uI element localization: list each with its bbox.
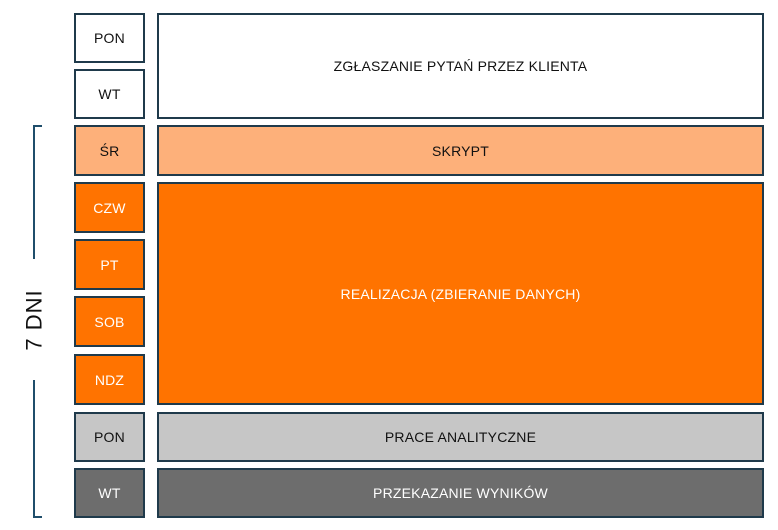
day-wt-1: WT bbox=[74, 69, 145, 119]
day-ndz: NDZ bbox=[74, 354, 145, 405]
span-label: 7 DNI bbox=[12, 289, 58, 351]
day-sob: SOB bbox=[74, 296, 145, 347]
day-label: CZW bbox=[93, 199, 126, 216]
phase-label: ZGŁASZANIE PYTAŃ PRZEZ KLIENTA bbox=[333, 58, 588, 74]
day-pon-1: PON bbox=[74, 13, 145, 63]
bracket-bottom-cap bbox=[33, 516, 42, 518]
day-wt-2: WT bbox=[74, 468, 145, 518]
day-label: PT bbox=[100, 256, 119, 273]
bracket-lower-line bbox=[33, 380, 35, 518]
phase-analysis: PRACE ANALITYCZNE bbox=[157, 412, 764, 462]
phase-label: PRZEKAZANIE WYNIKÓW bbox=[373, 485, 548, 501]
phase-questions: ZGŁASZANIE PYTAŃ PRZEZ KLIENTA bbox=[157, 13, 764, 119]
day-label: SOB bbox=[94, 313, 125, 330]
day-label: NDZ bbox=[94, 371, 125, 388]
phase-label: PRACE ANALITYCZNE bbox=[384, 429, 537, 445]
day-label: PON bbox=[94, 30, 125, 46]
bracket-upper-line bbox=[33, 125, 35, 259]
day-pt: PT bbox=[74, 239, 145, 290]
day-label: ŚR bbox=[99, 142, 120, 159]
phase-label: SKRYPT bbox=[432, 142, 489, 159]
phase-fieldwork: REALIZACJA (ZBIERANIE DANYCH) bbox=[157, 182, 764, 405]
day-pon-2: PON bbox=[74, 412, 145, 462]
phase-delivery: PRZEKAZANIE WYNIKÓW bbox=[157, 468, 764, 518]
day-sr: ŚR bbox=[74, 125, 145, 176]
phase-label: REALIZACJA (ZBIERANIE DANYCH) bbox=[340, 285, 581, 302]
bracket-top-cap bbox=[33, 125, 42, 127]
day-label: PON bbox=[94, 429, 125, 445]
span-label-text: 7 DNI bbox=[22, 289, 47, 351]
phase-script: SKRYPT bbox=[157, 125, 764, 176]
day-czw: CZW bbox=[74, 182, 145, 233]
day-label: WT bbox=[98, 485, 121, 501]
day-label: WT bbox=[98, 86, 121, 102]
